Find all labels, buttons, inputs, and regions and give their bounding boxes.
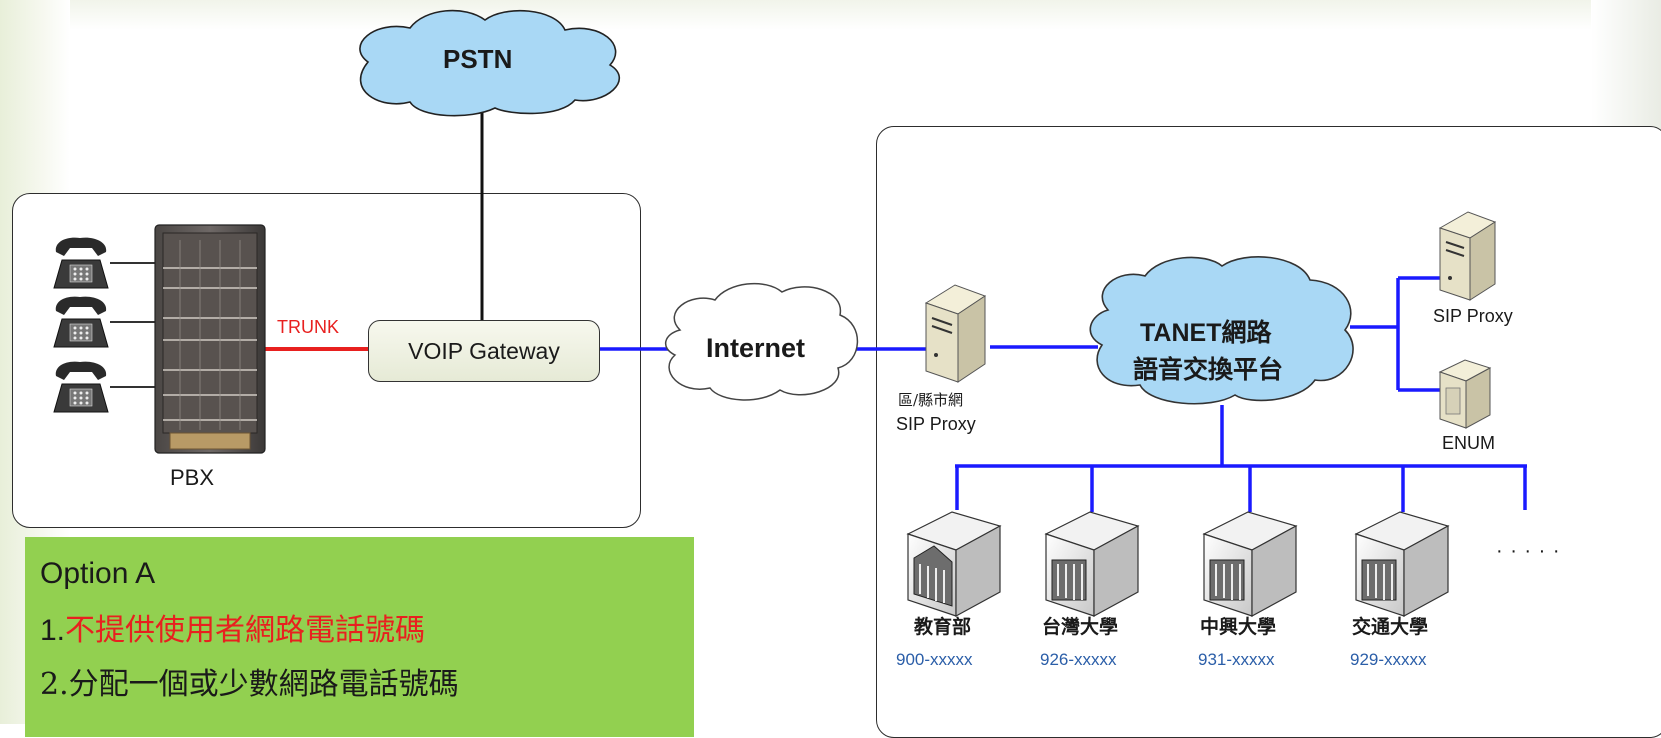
option-item-1-number: 1. bbox=[40, 614, 66, 647]
voip-gateway-label: VOIP Gateway bbox=[408, 337, 560, 364]
building-icon bbox=[1044, 511, 1140, 618]
pstn-cloud-icon bbox=[359, 9, 620, 117]
pbx-label: PBX bbox=[170, 465, 215, 490]
university-name: 教育部 bbox=[914, 616, 972, 638]
tanet-cloud-icon bbox=[1089, 256, 1354, 405]
internet-cloud-icon bbox=[665, 282, 859, 401]
option-a-panel: Option A 1.不提供使用者網路電話號碼 2.分配一個或少數網路電話號碼 bbox=[25, 537, 694, 737]
tanet-network-box bbox=[876, 126, 1661, 738]
telephone-icon bbox=[53, 296, 109, 348]
university-name: 交通大學 bbox=[1352, 616, 1429, 638]
university-name: 台灣大學 bbox=[1042, 616, 1119, 638]
university-name: 中興大學 bbox=[1200, 616, 1277, 638]
telephone-icon bbox=[53, 237, 109, 289]
enum-label: ENUM bbox=[1442, 433, 1495, 453]
sip-proxy-label: SIP Proxy bbox=[1433, 306, 1513, 326]
university-number: 931-xxxxx bbox=[1198, 650, 1275, 669]
internet-label: Internet bbox=[706, 333, 806, 363]
option-item-1: 1.不提供使用者網路電話號碼 bbox=[40, 605, 425, 649]
building-icon bbox=[1354, 511, 1450, 618]
option-title: Option A bbox=[40, 557, 156, 590]
building-icon bbox=[1202, 511, 1298, 618]
background-top bbox=[0, 0, 1661, 30]
more-ellipsis: · · · · · bbox=[1496, 540, 1561, 562]
regional-proxy-label-line2: SIP Proxy bbox=[896, 414, 976, 434]
pstn-label: PSTN bbox=[443, 44, 513, 74]
regional-proxy-label-line1: 區/縣市網 bbox=[898, 391, 964, 409]
tanet-label-line2: 語音交換平台 bbox=[1133, 355, 1284, 384]
option-item-1-text: 不提供使用者網路電話號碼 bbox=[65, 613, 426, 648]
voip-gateway-box: VOIP Gateway bbox=[368, 320, 600, 382]
university-number: 900-xxxxx bbox=[896, 650, 973, 669]
trunk-label: TRUNK bbox=[277, 317, 339, 337]
university-number: 929-xxxxx bbox=[1350, 650, 1427, 669]
pbx-rack-icon bbox=[154, 224, 266, 454]
option-item-2: 2.分配一個或少數網路電話號碼 bbox=[40, 667, 459, 702]
enum-server-icon bbox=[1438, 359, 1492, 429]
tanet-label-line1: TANET網路 bbox=[1140, 319, 1272, 347]
telephone-icon bbox=[53, 361, 109, 413]
building-icon-moe bbox=[906, 511, 1002, 618]
university-number: 926-xxxxx bbox=[1040, 650, 1117, 669]
regional-sip-proxy-server-icon bbox=[924, 284, 987, 383]
sip-proxy-server-icon bbox=[1438, 211, 1497, 301]
